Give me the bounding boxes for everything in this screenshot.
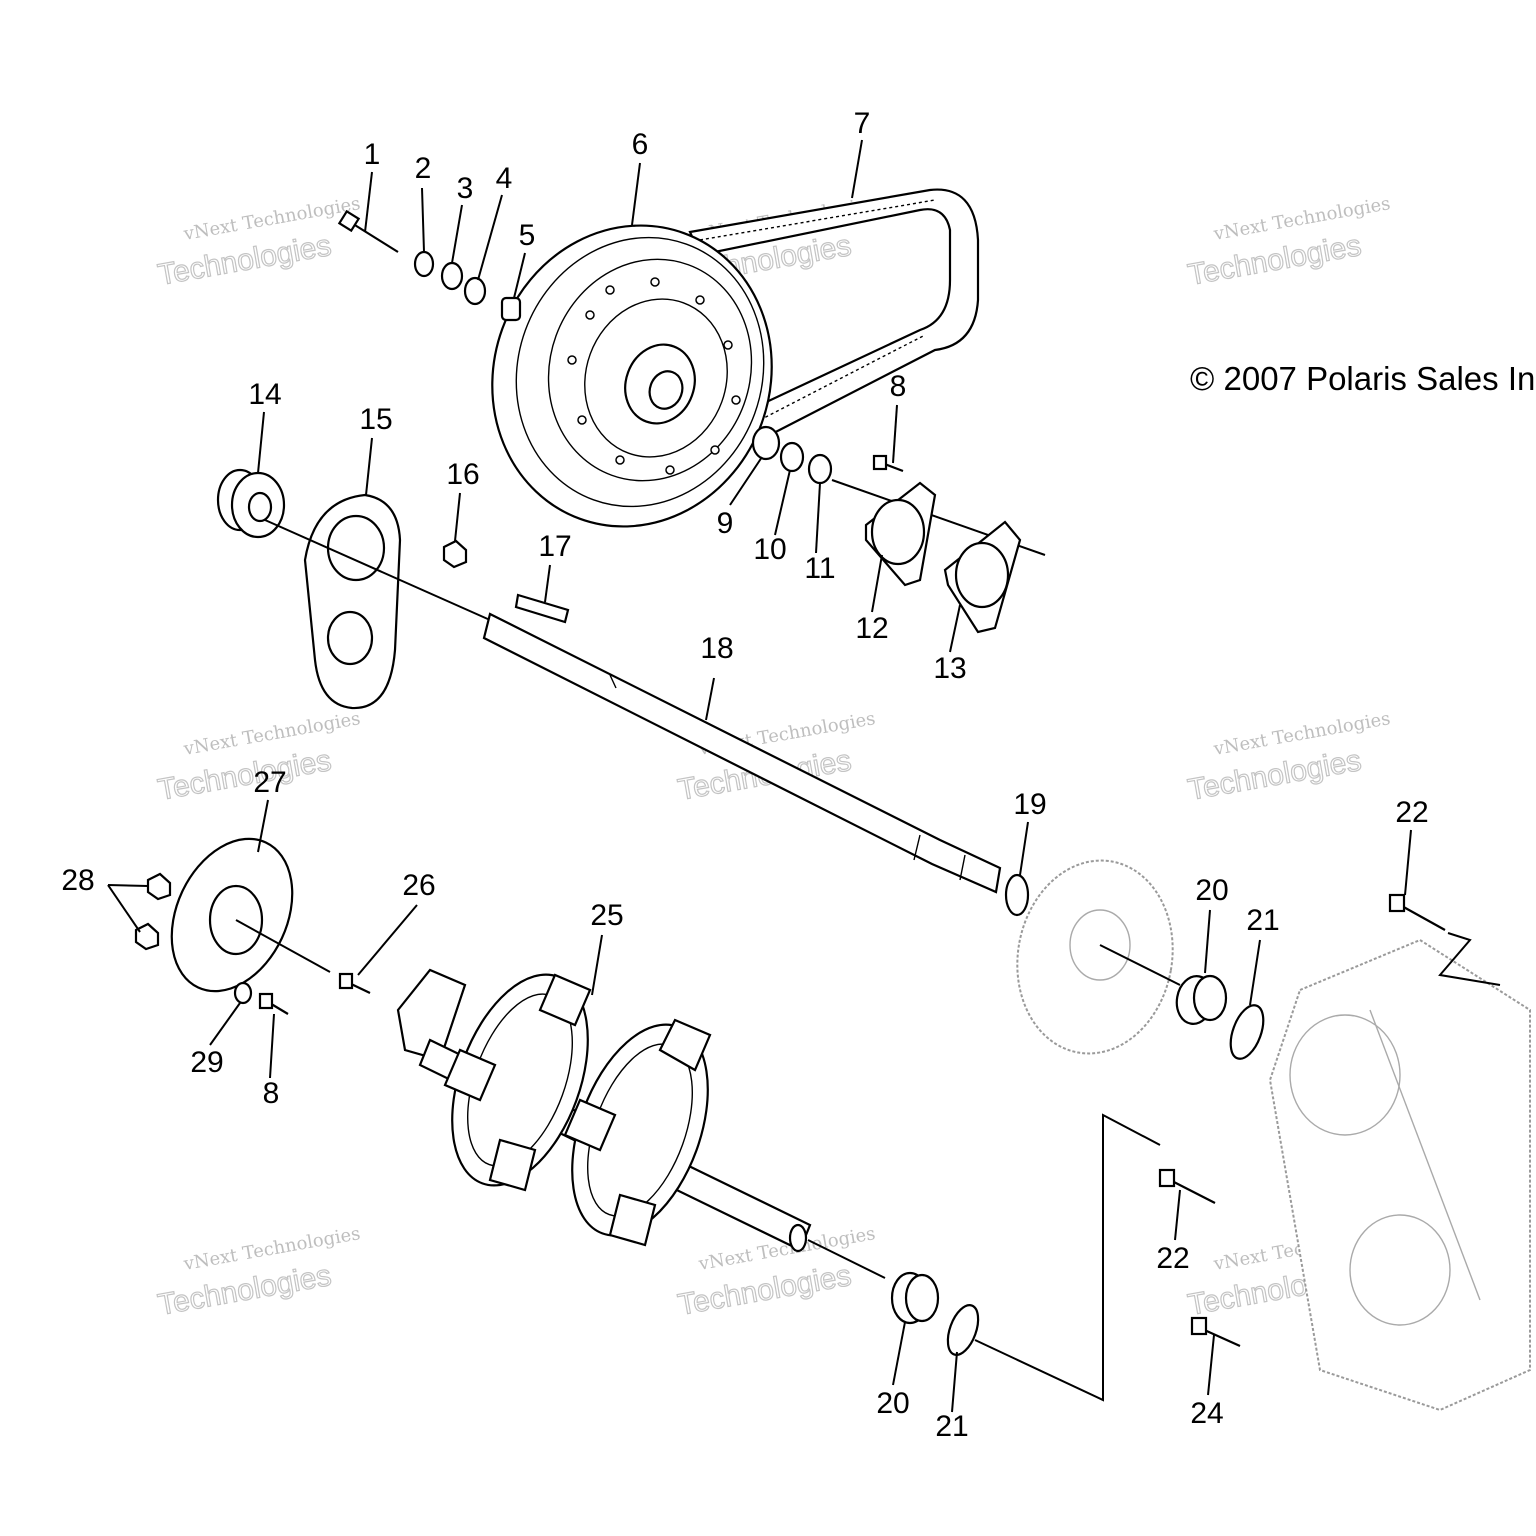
- callout-13: 13: [933, 652, 966, 685]
- watermark-small: vNext Technologies: [1211, 193, 1392, 245]
- copyright-text: © 2007 Polaris Sales Inc: [1190, 360, 1536, 397]
- bolt-26: [338, 972, 371, 994]
- jackshaft-18: [264, 519, 1002, 894]
- bearing-flange-27: [170, 837, 294, 993]
- nut-28a: [146, 872, 172, 901]
- bolt-24: [1190, 1316, 1241, 1348]
- callout-22-upper: 22: [1395, 796, 1428, 829]
- callout-6: 6: [632, 128, 649, 161]
- chaincase-plate-15: [303, 493, 402, 710]
- callout-8-lower: 8: [263, 1077, 280, 1110]
- key-17: [514, 593, 570, 624]
- nut-28b: [134, 922, 160, 951]
- callout-7: 7: [854, 107, 871, 140]
- callout-15: 15: [359, 403, 392, 436]
- washer-3: [440, 261, 464, 291]
- bolt-8-lower: [258, 992, 289, 1015]
- snap-ring-21-lower: [946, 1304, 980, 1356]
- watermark-large: Technologies: [1185, 744, 1363, 807]
- callout-5: 5: [519, 219, 536, 252]
- spacer-5: [500, 296, 522, 322]
- axis-line: [974, 1113, 1161, 1402]
- callout-11: 11: [804, 552, 835, 585]
- leader-lines: [107, 139, 1412, 1413]
- callout-labels: 1 2 3 4 5 6 7 8 9 10 11 12 13 14 15 16 1…: [61, 107, 1428, 1443]
- washer-9: [751, 425, 781, 461]
- callout-29: 29: [190, 1046, 223, 1079]
- callout-3: 3: [457, 172, 474, 205]
- callout-16: 16: [446, 458, 479, 491]
- bearing-14: [216, 468, 286, 539]
- nut-16: [442, 539, 468, 569]
- callout-12: 12: [855, 612, 888, 645]
- callout-21-lower: 21: [935, 1410, 968, 1443]
- washer-11: [807, 453, 833, 485]
- bolt-22-upper: [1388, 893, 1501, 986]
- callout-9: 9: [717, 507, 734, 540]
- callout-20-upper: 20: [1195, 874, 1228, 907]
- reference-clutch: [1016, 859, 1181, 1055]
- watermark-small: vNext Technologies: [1211, 708, 1392, 760]
- washer-10: [779, 441, 805, 473]
- callout-19: 19: [1013, 788, 1046, 821]
- reference-chaincase-housing: [1268, 938, 1531, 1412]
- callout-18: 18: [700, 632, 733, 665]
- bearing-20-upper: [1175, 974, 1228, 1025]
- callout-27: 27: [253, 766, 286, 799]
- callout-20-lower: 20: [876, 1387, 909, 1420]
- washer-29: [233, 981, 253, 1005]
- o-ring-19: [1004, 873, 1030, 917]
- callout-22-lower: 22: [1156, 1242, 1189, 1275]
- sprocket-pulley: [491, 224, 773, 528]
- callout-8-upper: 8: [890, 370, 907, 403]
- bearing-flange-12: [864, 481, 937, 587]
- watermark-large: Technologies: [155, 744, 333, 807]
- callout-2: 2: [415, 152, 432, 185]
- callout-4: 4: [496, 162, 513, 195]
- bolt-1: [337, 209, 399, 253]
- driveshaft-25: [396, 968, 812, 1253]
- callout-26: 26: [402, 869, 435, 902]
- bolt-22-lower: [1158, 1168, 1216, 1204]
- watermark-small: vNext Technologies: [181, 1223, 362, 1275]
- washer-4: [463, 276, 487, 306]
- watermark-large: Technologies: [155, 229, 333, 292]
- callout-25: 25: [590, 899, 623, 932]
- axis-line: [235, 919, 331, 973]
- watermark-large: Technologies: [1185, 229, 1363, 292]
- watermark-large: Technologies: [155, 1259, 333, 1322]
- callout-24: 24: [1190, 1397, 1223, 1430]
- bearing-flange-13: [943, 520, 1022, 634]
- watermark-small: vNext Technologies: [181, 708, 362, 760]
- washer-2: [413, 250, 435, 278]
- watermark-small: vNext Technologies: [181, 193, 362, 245]
- bearing-20-lower: [890, 1271, 940, 1325]
- callout-14: 14: [248, 378, 281, 411]
- axis-line: [807, 1239, 886, 1279]
- callout-1: 1: [364, 138, 381, 171]
- callout-21-upper: 21: [1246, 904, 1279, 937]
- callout-28: 28: [61, 864, 94, 897]
- callout-10: 10: [753, 533, 786, 566]
- snap-ring-21-upper: [1229, 1004, 1265, 1060]
- callout-17: 17: [538, 530, 571, 563]
- bolt-8-upper: [872, 454, 904, 473]
